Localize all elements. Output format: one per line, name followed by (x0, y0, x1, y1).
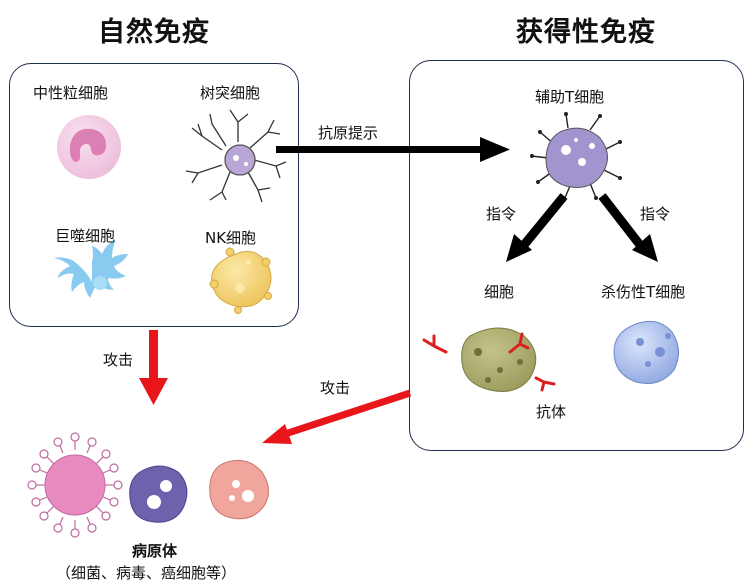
helper-t-cell-icon (530, 112, 622, 202)
neutrophil-label: 中性粒细胞 (33, 84, 109, 102)
command-arrow-right (598, 193, 658, 262)
innate-immunity-title: 自然免疫 (98, 17, 210, 48)
pathogen-subtitle: （细菌、病毒、癌细胞等） (56, 564, 237, 582)
antibody-label: 抗体 (536, 403, 567, 421)
adaptive-immunity-title: 获得性免疫 (516, 17, 656, 48)
cancer-cell-icon (209, 459, 269, 520)
command-arrow-left (506, 193, 568, 262)
command-label-left: 指令 (486, 205, 517, 223)
macrophage-label: 巨噬细胞 (55, 227, 116, 245)
b-cell-label: 细胞 (484, 283, 515, 301)
attack-label-adaptive: 攻击 (320, 379, 351, 397)
nk-cell-icon (209, 247, 272, 314)
adaptive-immunity-box (409, 60, 744, 451)
dendritic-cell-label: 树突细胞 (200, 84, 261, 102)
attack-arrow-innate (139, 330, 168, 405)
helper-t-cell-label: 辅助T细胞 (535, 88, 605, 106)
antigen-presentation-label: 抗原提示 (318, 124, 379, 142)
antigen-presentation-arrow (276, 137, 510, 162)
neutrophil-cell-icon (57, 115, 121, 179)
killer-t-cell-icon (613, 320, 679, 384)
killer-t-cell-label: 杀伤性T细胞 (601, 283, 686, 301)
attack-label-innate: 攻击 (103, 351, 134, 369)
attack-arrow-adaptive (262, 389, 412, 444)
macrophage-cell-icon (54, 240, 128, 298)
command-label-right: 指令 (640, 205, 671, 223)
virus-icon (27, 432, 123, 538)
bacterium-icon (129, 465, 188, 523)
b-cell-icon (461, 327, 537, 392)
antibody-icon (422, 332, 556, 392)
pathogen-title: 病原体 (132, 542, 178, 560)
nk-cell-label: NK细胞 (205, 229, 257, 247)
dendritic-cell-icon (185, 109, 287, 203)
